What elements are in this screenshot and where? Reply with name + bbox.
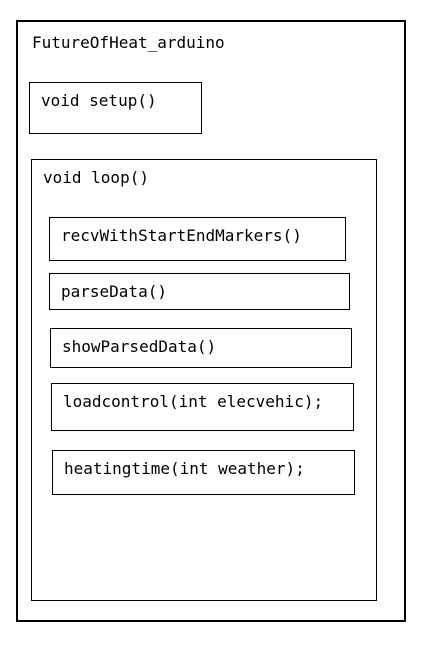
- recv-with-start-end-markers-box: recvWithStartEndMarkers(): [49, 217, 346, 261]
- heating-time-label: heatingtime(int weather);: [64, 459, 305, 478]
- program-title: FutureOfHeat_arduino: [32, 33, 225, 52]
- parse-data-box: parseData(): [49, 273, 350, 310]
- parse-data-label: parseData(): [61, 282, 167, 301]
- show-parsed-data-box: showParsedData(): [50, 328, 352, 368]
- recv-with-start-end-markers-label: recvWithStartEndMarkers(): [61, 226, 302, 245]
- load-control-box: loadcontrol(int elecvehic);: [51, 383, 354, 431]
- heating-time-box: heatingtime(int weather);: [52, 450, 355, 495]
- loop-function-label: void loop(): [43, 168, 149, 187]
- setup-function-label: void setup(): [41, 91, 157, 110]
- show-parsed-data-label: showParsedData(): [62, 337, 217, 356]
- load-control-label: loadcontrol(int elecvehic);: [63, 392, 324, 411]
- setup-function-box: void setup(): [29, 82, 202, 134]
